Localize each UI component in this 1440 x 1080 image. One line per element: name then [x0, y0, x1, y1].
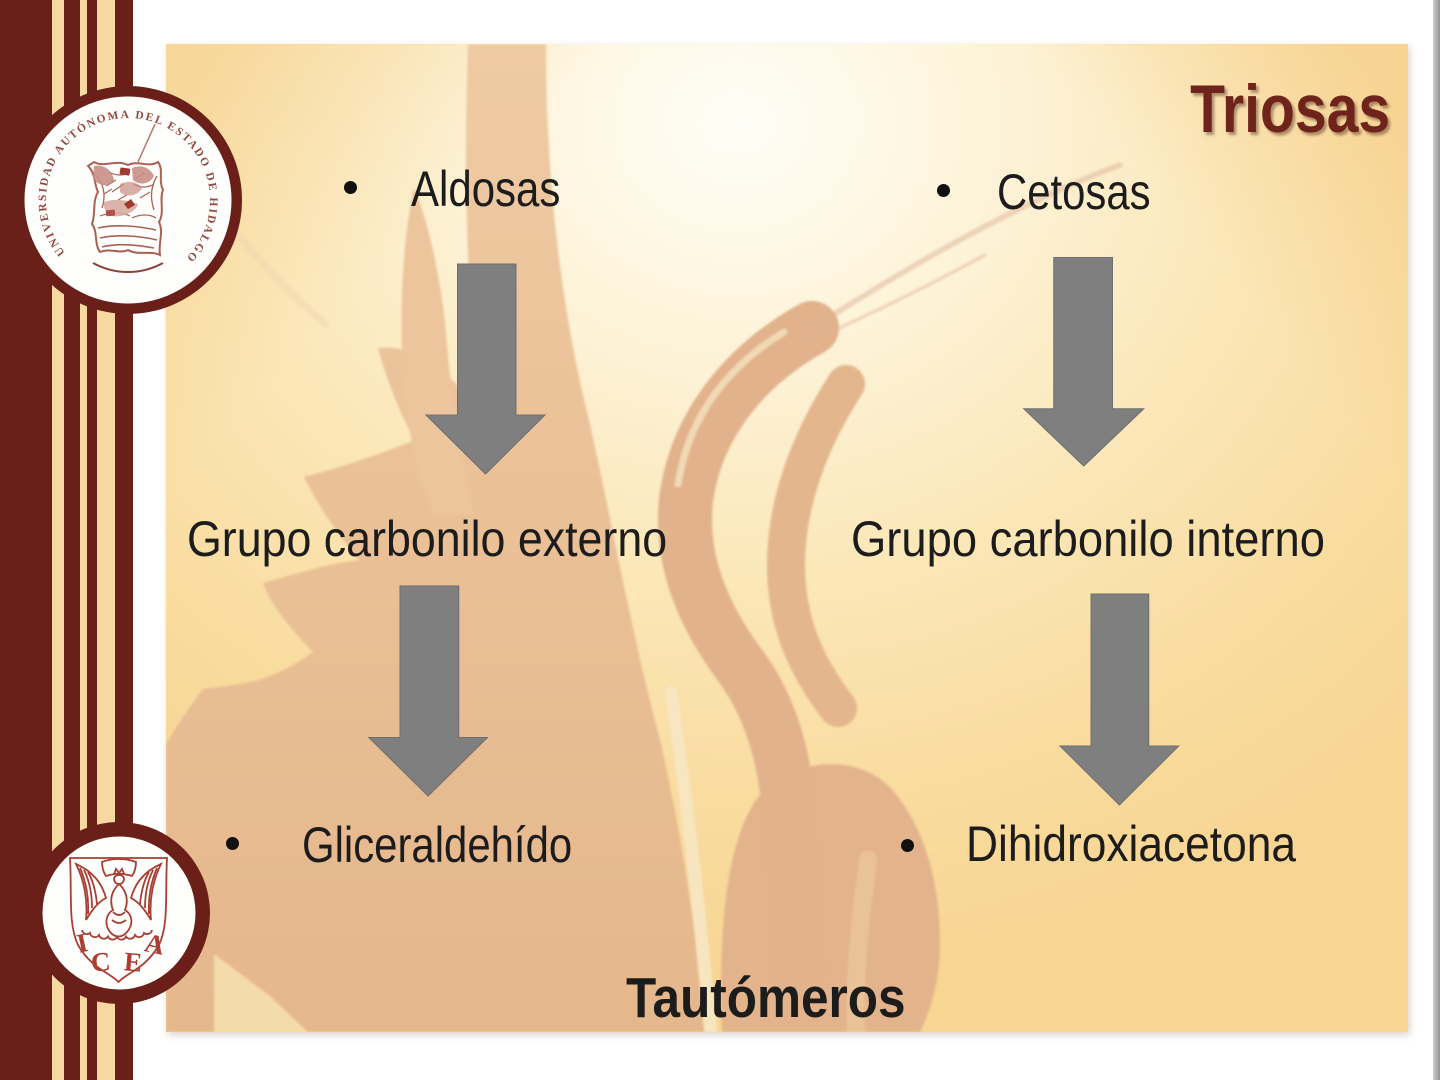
svg-text:E: E — [123, 946, 144, 977]
svg-text:C: C — [90, 946, 112, 978]
